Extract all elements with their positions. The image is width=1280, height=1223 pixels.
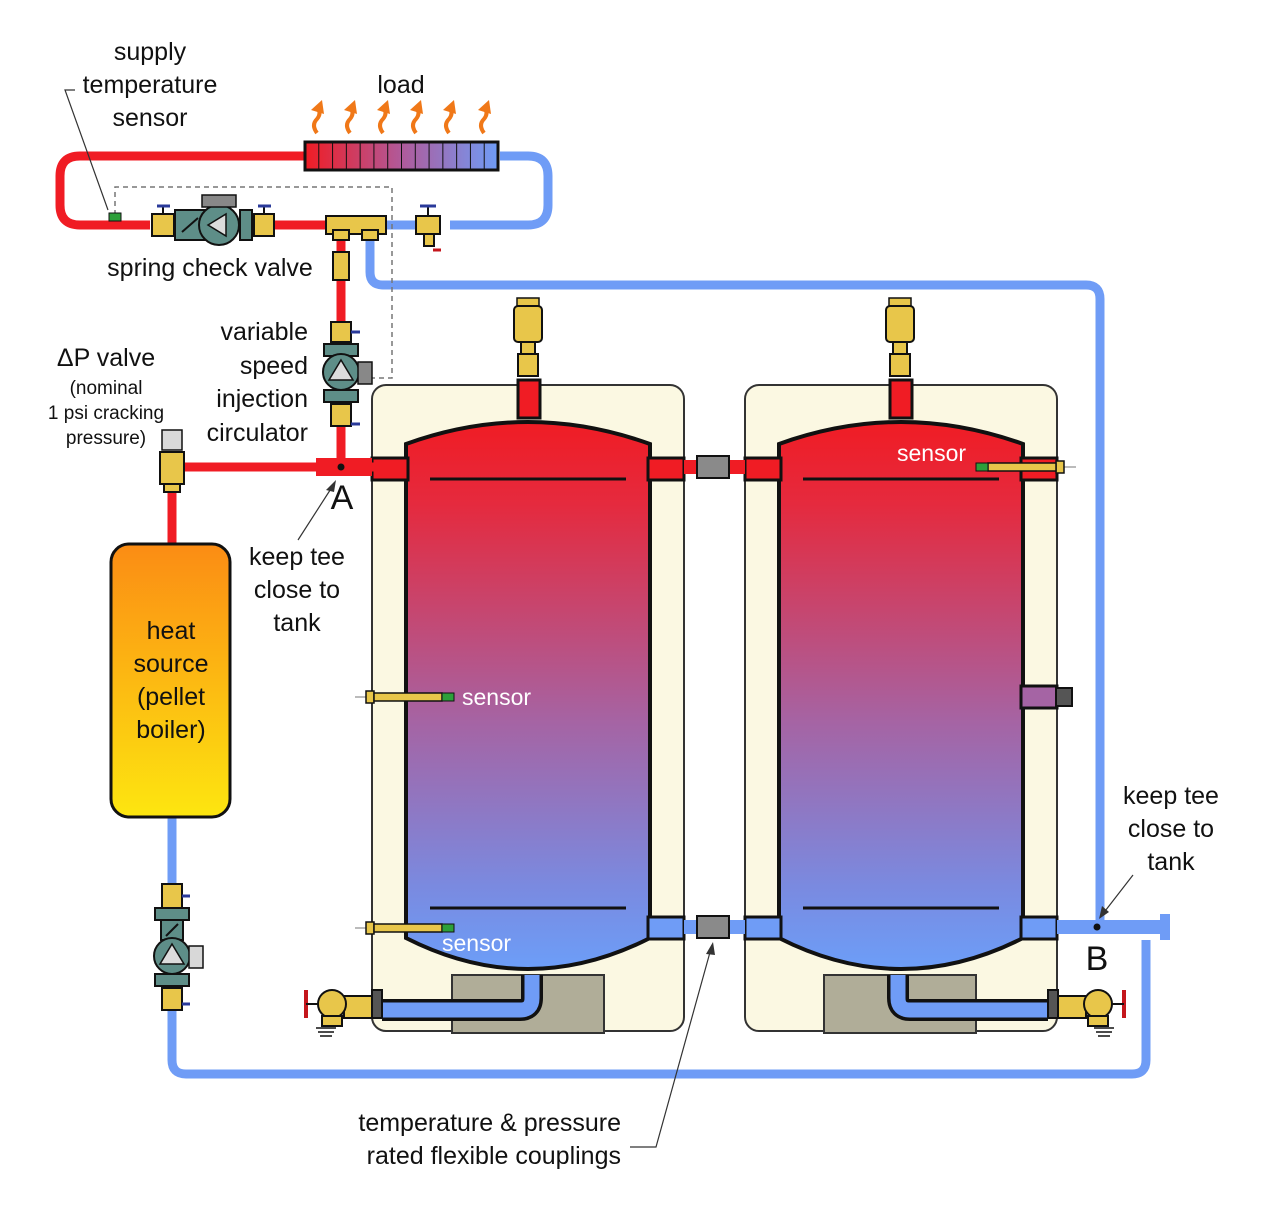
label-keep-tee-a-2: close to xyxy=(254,576,340,604)
label-keep-tee-b-1: keep tee xyxy=(1123,782,1219,810)
injection-circulator xyxy=(322,321,373,427)
arrow-keep-tee-a xyxy=(326,480,336,492)
heat-wave-arrow-icon xyxy=(478,100,491,135)
tank-right-plug xyxy=(1055,687,1073,707)
tank-left-dip-tube xyxy=(382,975,540,1018)
load-emitter xyxy=(303,140,500,172)
supply-temp-sensor xyxy=(108,212,122,222)
tank-right-drain-nipple xyxy=(1047,989,1059,1019)
pipe-return-main xyxy=(365,232,1105,927)
heat-wave-arrow-icon xyxy=(377,100,390,135)
tank-left xyxy=(370,378,686,1034)
label-heat-source-1: heat xyxy=(147,617,196,645)
boiler-drain-valve-icon xyxy=(304,989,373,1037)
leader-couplings xyxy=(630,944,713,1148)
boiler-drain-valve-icon xyxy=(1057,989,1126,1037)
isolation-valve-right xyxy=(253,213,275,237)
label-couplings-1: temperature & pressure xyxy=(358,1109,621,1137)
pipe-boiler-return xyxy=(167,818,1151,1079)
label-injection-2: speed xyxy=(240,352,308,380)
heat-wave-arrow-icon xyxy=(344,100,357,135)
label-injection-1: variable xyxy=(220,318,308,346)
control-wiring-dashed xyxy=(114,186,393,379)
heat-rising-arrows xyxy=(311,100,491,135)
label-dp-note-2: 1 psi cracking xyxy=(48,403,164,424)
label-heat-source-4: boiler) xyxy=(136,716,205,744)
tank-left-port-upper-right xyxy=(646,456,686,482)
label-point-b: B xyxy=(1086,940,1109,978)
heat-wave-arrow-icon xyxy=(311,100,324,135)
label-keep-tee-a-3: tank xyxy=(273,609,321,637)
label-sensor-left-mid: sensor xyxy=(462,684,531,710)
tank-right xyxy=(743,378,1073,1034)
tank-right-port-lower-right xyxy=(1019,915,1059,941)
heat-wave-arrow-icon xyxy=(443,100,456,135)
tank-right-port-mid xyxy=(1019,684,1059,710)
tank-right-vessel xyxy=(777,420,1025,971)
label-keep-tee-b-2: close to xyxy=(1128,815,1214,843)
sensor-well-right-top xyxy=(975,460,1076,474)
label-point-a: A xyxy=(331,479,354,517)
return-header-cap xyxy=(1160,914,1170,940)
pipe-supply-to-load xyxy=(55,151,306,230)
leader-keep-tee-a xyxy=(297,483,335,541)
label-heat-source-3: (pellet xyxy=(137,683,205,711)
sensor-well-left-bottom xyxy=(355,921,455,935)
label-spring-check: spring check valve xyxy=(107,254,313,282)
label-dp-note-1: (nominal xyxy=(70,378,143,399)
sensor-well-left-mid xyxy=(355,690,455,704)
tank-left-drain-nipple xyxy=(371,989,383,1019)
label-dp-note-3: pressure) xyxy=(66,428,146,449)
air-vent-icon xyxy=(513,297,543,377)
tank-right-port-upper-left xyxy=(743,456,783,482)
flex-coupling-top xyxy=(696,455,730,479)
label-injection-3: injection xyxy=(216,385,308,413)
leader-supply-sensor xyxy=(64,89,109,211)
label-injection-4: circulator xyxy=(207,419,308,447)
label-sensor-right-top: sensor xyxy=(897,440,966,466)
label-keep-tee-b-3: tank xyxy=(1147,848,1195,876)
load-circulator-assembly xyxy=(151,194,275,246)
dp-valve xyxy=(159,429,185,493)
arrow-couplings xyxy=(706,942,715,955)
air-vent-icon xyxy=(885,297,915,377)
label-couplings-2: rated flexible couplings xyxy=(367,1142,621,1170)
arrow-keep-tee-b xyxy=(1099,906,1109,919)
boiler-circulator xyxy=(153,883,204,1011)
label-sensor-left-bottom: sensor xyxy=(442,930,511,956)
label-dp-valve: ΔP valve xyxy=(57,344,155,372)
spring-check-riser xyxy=(332,251,350,281)
tee-a-point xyxy=(337,463,345,471)
label-supply-sensor-3: sensor xyxy=(112,104,187,132)
isolation-valve-left xyxy=(151,213,175,237)
purge-valve xyxy=(415,204,441,252)
heat-source-boiler xyxy=(109,542,232,819)
tank-left-port-lower-right xyxy=(646,915,686,941)
label-keep-tee-a-1: keep tee xyxy=(249,543,345,571)
label-heat-source-2: source xyxy=(133,650,208,678)
tank-left-port-upper-left xyxy=(370,456,410,482)
pipe-load-return xyxy=(450,151,553,230)
flex-coupling-bottom xyxy=(696,915,730,939)
tee-b-point xyxy=(1093,923,1101,931)
label-load: load xyxy=(377,71,424,99)
tank-left-top-port xyxy=(516,378,542,420)
label-supply-sensor-1: supply xyxy=(114,38,187,66)
tank-right-top-port xyxy=(888,378,914,420)
tank-right-port-lower-left xyxy=(743,915,783,941)
tank-right-dip-tube xyxy=(890,975,1048,1018)
heat-wave-arrow-icon xyxy=(410,100,423,135)
label-supply-sensor-2: temperature xyxy=(83,71,218,99)
leader-keep-tee-b xyxy=(1101,874,1134,916)
